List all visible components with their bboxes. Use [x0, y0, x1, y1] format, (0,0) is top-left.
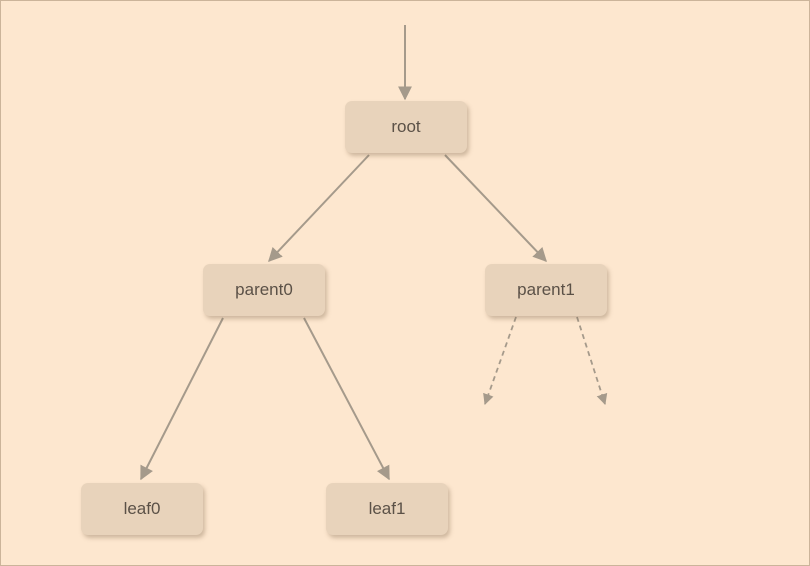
edge-root-parent0	[268, 154, 370, 263]
node-leaf1: leaf1	[326, 483, 448, 535]
node-leaf0: leaf0	[81, 483, 203, 535]
node-leaf0-label: leaf0	[123, 499, 161, 518]
edge-parent0-leaf0	[140, 317, 224, 481]
node-parent1-label: parent1	[517, 280, 575, 299]
node-root: root	[345, 101, 467, 153]
node-parent0-label: parent0	[235, 280, 293, 299]
edge-parent0-leaf1	[303, 317, 390, 481]
node-parent1: parent1	[485, 264, 607, 316]
node-root-label: root	[391, 117, 421, 136]
edge-root-parent1	[444, 154, 547, 263]
node-parent0: parent0	[203, 264, 325, 316]
edge-parent1-dashed-right	[576, 316, 608, 406]
edge-parent1-dashed-left	[483, 316, 517, 406]
node-leaf1-label: leaf1	[368, 499, 406, 518]
